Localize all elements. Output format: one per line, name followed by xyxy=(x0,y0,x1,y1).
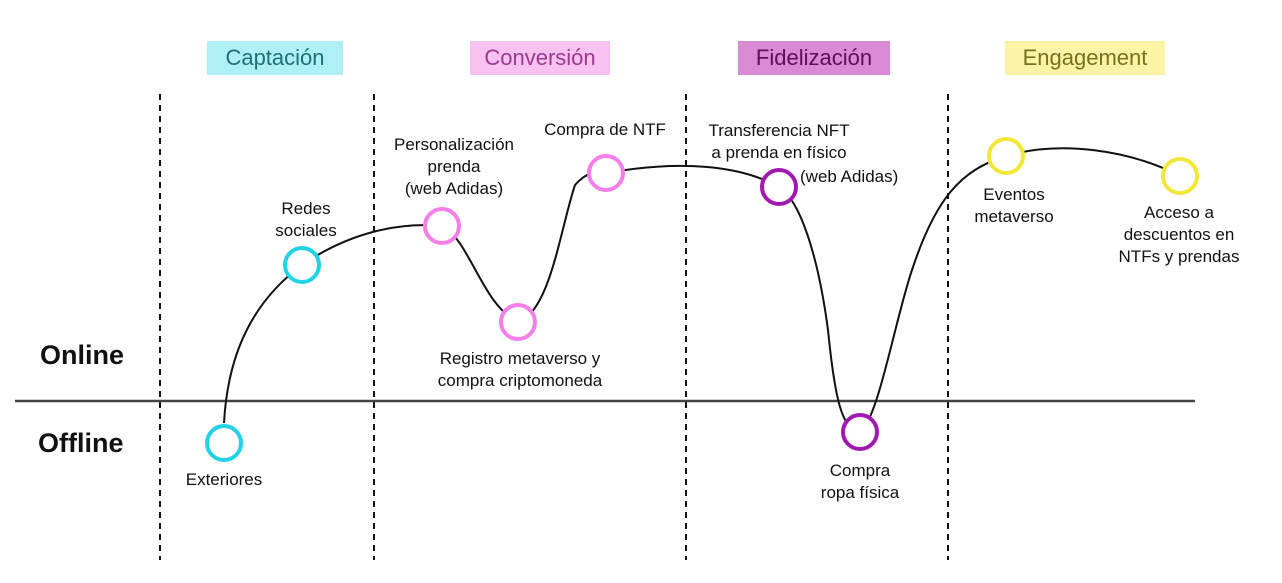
journey-curve xyxy=(223,147,1181,434)
node-acceso-descuentos[interactable] xyxy=(1161,157,1199,195)
node-compra-ntf[interactable] xyxy=(587,154,625,192)
node-label-web-adidas: (web Adidas) xyxy=(800,167,899,186)
node-label-exteriores: Exteriores xyxy=(185,470,263,489)
node-registro-metaverso[interactable] xyxy=(499,303,537,341)
node-eventos-metaverso[interactable] xyxy=(987,137,1025,175)
phase-conversion: Conversión xyxy=(470,41,610,75)
phase-engagement: Engagement xyxy=(1005,41,1165,75)
node-exteriores[interactable] xyxy=(205,424,243,462)
phase-dividers xyxy=(159,94,949,560)
level-label-online: Online xyxy=(40,340,125,370)
node-personalizacion-prenda[interactable] xyxy=(423,207,461,245)
phase-captacion: Captación xyxy=(207,41,343,75)
node-label-compra-ntf: Compra de NTF xyxy=(544,120,666,139)
level-label-offline: Offline xyxy=(38,428,124,458)
node-compra-ropa-fisica[interactable] xyxy=(841,413,879,451)
phase-fidelizacion: Fidelización xyxy=(738,41,890,75)
journey-nodes xyxy=(205,137,1199,462)
node-redes-sociales[interactable] xyxy=(283,246,321,284)
node-transferencia-nft[interactable] xyxy=(760,168,798,206)
